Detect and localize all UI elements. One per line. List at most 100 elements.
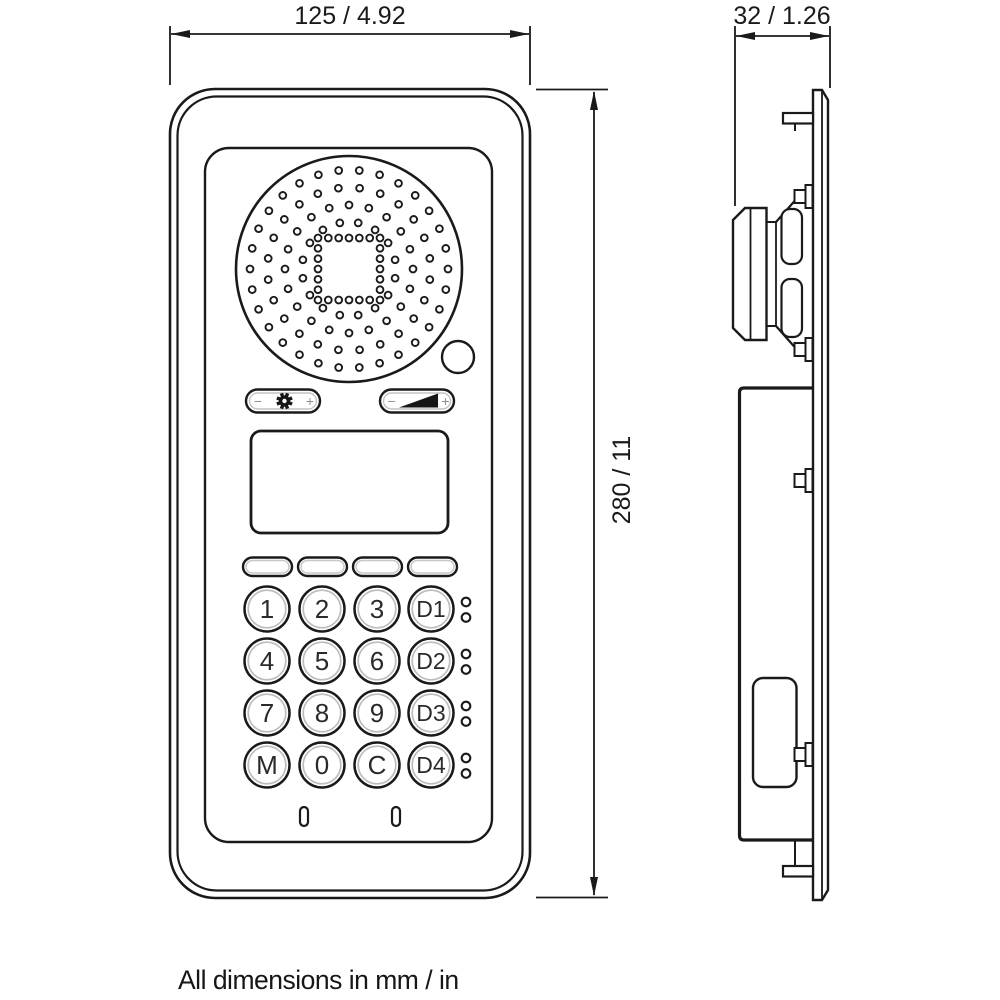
grille-hole xyxy=(313,295,323,305)
softkey-outline xyxy=(296,556,349,578)
grille-hole xyxy=(353,218,363,228)
keypad-key-9: 9 xyxy=(353,689,401,737)
grille-hole xyxy=(264,322,274,332)
softkeys xyxy=(241,556,459,578)
gear-icon xyxy=(276,392,293,410)
keypad-key-6: 6 xyxy=(353,637,401,685)
grille-hole xyxy=(264,206,274,216)
grille-hole xyxy=(313,285,323,295)
grille-hole xyxy=(344,328,354,338)
key-label: D1 xyxy=(416,596,445,622)
grille-hole xyxy=(292,227,302,236)
side-face-plate xyxy=(811,88,830,902)
key-outline xyxy=(407,689,455,737)
grille-hole xyxy=(344,200,354,210)
outer-frame-inner-line xyxy=(176,95,524,892)
grille-hole xyxy=(424,322,434,332)
grille-hole xyxy=(269,233,279,243)
arrowhead-left-icon xyxy=(736,32,755,40)
grille-hole xyxy=(390,255,400,265)
direct-key-led xyxy=(460,768,472,779)
grille-hole xyxy=(335,310,345,320)
mounting-tab-bottom xyxy=(781,864,815,878)
key-outline xyxy=(243,585,291,633)
volume-button-inner-edge xyxy=(382,392,452,410)
grille-hole xyxy=(396,302,406,311)
keypad-key-D4: D4 xyxy=(407,741,455,789)
grille-hole xyxy=(375,274,385,284)
grille-hole xyxy=(383,238,393,248)
key-outline xyxy=(353,741,401,789)
speaker-bolt-bottom xyxy=(793,337,814,362)
grille-hole xyxy=(382,212,391,222)
grille-hole xyxy=(334,363,344,372)
grille-hole xyxy=(370,225,380,235)
key-outline xyxy=(298,741,346,789)
grille-hole xyxy=(375,264,385,274)
direct-key-led xyxy=(460,612,472,623)
grille-hole xyxy=(305,290,315,300)
grille-hole xyxy=(295,199,304,209)
key-label: 0 xyxy=(315,750,329,780)
key-outline xyxy=(243,689,291,737)
grille-hole xyxy=(318,303,328,313)
keypad-key-D1: D1 xyxy=(407,585,455,633)
grille-hole xyxy=(375,358,384,368)
key-outline xyxy=(298,689,346,737)
grille-hole xyxy=(382,316,391,326)
grille-hole xyxy=(334,345,343,355)
key-inner-edge xyxy=(247,641,287,681)
keypad-key-5: 5 xyxy=(298,637,346,685)
grille-hole xyxy=(280,264,290,274)
volume-wedge-icon xyxy=(399,393,438,408)
softkey-button-1 xyxy=(241,556,294,578)
key-inner-edge xyxy=(357,693,397,733)
grille-hole xyxy=(254,224,263,234)
dimension-depth: 32 / 1.26 xyxy=(733,2,831,206)
terminal-block xyxy=(751,676,798,789)
key-inner-edge xyxy=(302,641,342,681)
key-label: C xyxy=(368,750,387,780)
grille-hole xyxy=(278,338,288,347)
grille-hole xyxy=(409,314,419,323)
grille-hole xyxy=(354,166,364,175)
softkey-inner-edge xyxy=(245,559,290,574)
grille-hole xyxy=(355,183,364,193)
grille-hole xyxy=(409,215,419,224)
grille-hole xyxy=(278,191,288,200)
mounting-tab-top xyxy=(781,111,815,125)
grille-hole xyxy=(375,285,385,295)
grille-hole xyxy=(390,273,400,283)
settings-button: − + xyxy=(244,388,322,414)
arrowhead-left-icon xyxy=(171,30,190,38)
grille-hole xyxy=(424,206,434,216)
key-outline xyxy=(243,741,291,789)
dimension-width-label: 125 / 4.92 xyxy=(294,2,405,30)
bolt-flange xyxy=(804,742,814,767)
grille-hole xyxy=(394,178,403,188)
softkey-button-4 xyxy=(406,556,459,578)
key-outline xyxy=(353,585,401,633)
bolt-flange xyxy=(804,184,814,209)
display-screen xyxy=(249,429,450,535)
grille-hole xyxy=(283,244,293,254)
grille-hole xyxy=(298,273,308,283)
grille-hole xyxy=(396,227,406,236)
grille-hole xyxy=(425,275,435,284)
grille-hole xyxy=(334,295,344,305)
direct-key-led xyxy=(460,700,472,712)
dimension-width: 125 / 4.92 xyxy=(169,2,531,85)
side-view xyxy=(731,88,830,902)
keypad-key-M: M xyxy=(243,741,291,789)
grille-hole xyxy=(353,310,363,320)
mounting-slot-left xyxy=(298,805,310,828)
grille-hole xyxy=(394,329,403,339)
key-inner-edge xyxy=(411,693,451,733)
dimension-depth-label: 32 / 1.26 xyxy=(733,2,830,30)
grille-hole xyxy=(408,264,418,274)
key-label: 2 xyxy=(315,594,329,624)
key-inner-edge xyxy=(247,745,287,785)
grille-hole xyxy=(283,284,293,294)
